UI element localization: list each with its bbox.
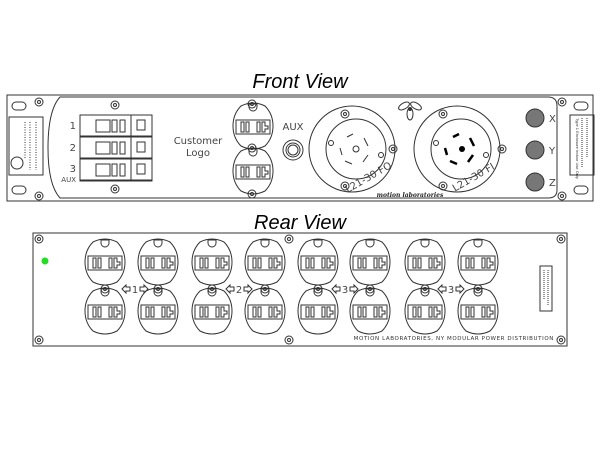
rear-outlet[interactable] (84, 287, 126, 335)
breaker-aux-label: AUX (61, 176, 76, 184)
circuit-arrows-icon (437, 283, 465, 295)
breaker-2-label: 2 (70, 143, 76, 154)
customer-logo-line1: Customer (174, 136, 223, 147)
rear-panel (32, 232, 568, 347)
rear-label (539, 265, 553, 312)
circuit-arrows-icon (225, 283, 253, 295)
customer-logo-line2: Logo (186, 148, 210, 159)
rear-outlet[interactable] (297, 287, 339, 335)
rear-outlet[interactable] (457, 238, 499, 286)
rear-outlet[interactable] (191, 238, 233, 286)
rear-outlet[interactable] (84, 238, 126, 286)
svg-text:Y: Y (548, 146, 556, 157)
receptacle-l21-30-fo[interactable]: L21-30 FO (308, 105, 396, 196)
rating-label: Type 1 Enclosure Indoor Use Only (569, 114, 595, 179)
rear-outlets (84, 238, 499, 335)
rear-outlet[interactable] (137, 287, 179, 335)
svg-text:X: X (549, 114, 556, 125)
brand-logo-icon (398, 101, 422, 121)
front-panel (6, 94, 594, 202)
aux-jack-label: AUX (282, 122, 303, 133)
breaker-1-label: 1 (70, 121, 76, 132)
circuit-arrows-icon (121, 283, 149, 295)
rear-outlet[interactable] (404, 287, 446, 335)
breaker-3-label: 3 (70, 164, 76, 175)
rear-outlet[interactable] (191, 287, 233, 335)
rear-outlet[interactable] (244, 238, 286, 286)
circuit-3a-label: 3 (342, 285, 348, 296)
receptacle-l21-30-fi[interactable]: L21-30 FI (413, 105, 501, 195)
rear-outlet[interactable] (349, 287, 391, 335)
rear-outlet[interactable] (244, 287, 286, 335)
front-outlet-bottom[interactable] (232, 147, 274, 195)
rear-outlet[interactable] (297, 238, 339, 286)
receptacle-right-label: L21-30 FI (451, 162, 497, 195)
circuit-3b-label: 3 (448, 285, 454, 296)
power-led (41, 257, 49, 265)
aux-jack[interactable] (282, 139, 304, 161)
brand-text: motion laboratories (377, 192, 444, 199)
certification-label (8, 116, 44, 176)
breaker-bank[interactable] (79, 114, 153, 182)
circuit-arrows-icon (331, 283, 359, 295)
circuit-2-label: 2 (236, 285, 242, 296)
indicator-x: X (525, 108, 556, 128)
receptacle-left-label: L21-30 FO (344, 160, 394, 195)
rear-outlet[interactable] (137, 238, 179, 286)
rear-outlet[interactable] (404, 238, 446, 286)
svg-text:Z: Z (549, 178, 556, 189)
rear-outlet[interactable] (349, 238, 391, 286)
svg-text:Type 1 Enclosure Indoor Use On: Type 1 Enclosure Indoor Use Only (575, 118, 580, 179)
indicator-z: Z (525, 172, 556, 192)
circuit-1-label: 1 (132, 285, 138, 296)
rear-outlet[interactable] (457, 287, 499, 335)
indicator-y: Y (525, 140, 556, 160)
rear-view-title: Rear View (254, 212, 347, 234)
rear-footer-text: MOTION LABORATORIES, NY MODULAR POWER DI… (354, 336, 554, 342)
front-view-title: Front View (252, 71, 349, 93)
front-outlet-top[interactable] (232, 102, 274, 150)
